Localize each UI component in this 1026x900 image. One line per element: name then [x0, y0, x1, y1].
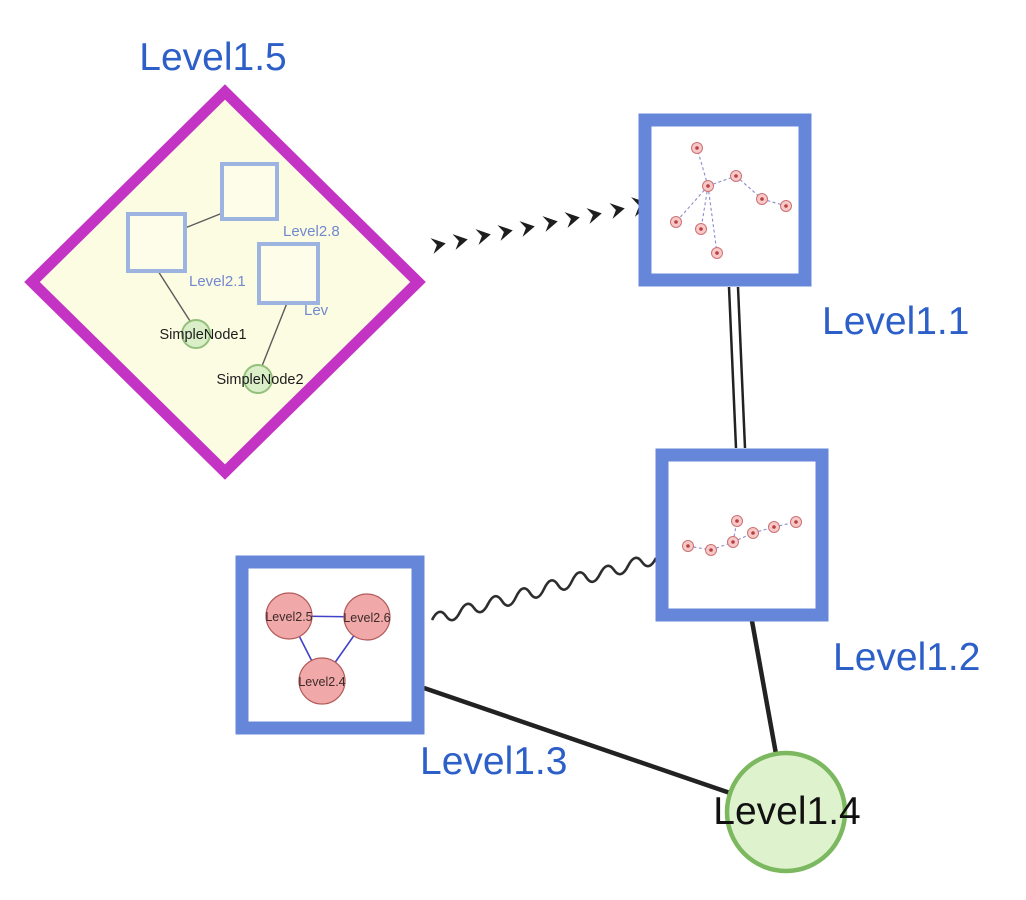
group-node-level1-2[interactable] — [655, 448, 829, 622]
edge-level15-to-level11[interactable] — [430, 193, 653, 254]
edge-level13-to-level12[interactable] — [430, 556, 658, 622]
label-level2-1: Level2.1 — [189, 273, 246, 290]
label-level1-4: Level1.4 — [713, 790, 860, 833]
label-simplenode1: SimpleNode1 — [159, 327, 246, 343]
child-node-simplenode1[interactable] — [181, 319, 211, 349]
arrow-chevron-icon — [452, 231, 470, 250]
child-node-level2-1[interactable] — [126, 212, 187, 273]
box-shape-level1-1[interactable] — [638, 113, 812, 287]
mini-edge — [761, 198, 787, 207]
label-level2-4: Level2.4 — [298, 675, 345, 689]
group-node-level1-4[interactable]: Level1.4 — [713, 750, 861, 874]
arrow-chevron-icon — [497, 222, 515, 241]
mini-node-label-mark — [731, 540, 735, 544]
edge-level13-to-level14[interactable] — [423, 685, 731, 796]
arrow-chevron-icon — [475, 226, 493, 245]
mini-node-label-mark — [794, 520, 798, 524]
label-level1-3: Level1.3 — [420, 740, 567, 783]
mini-node-label-mark — [735, 519, 739, 523]
mini-edge — [700, 185, 709, 230]
arrow-chevron-icon — [564, 209, 582, 228]
arrow-chevron-icon — [609, 200, 627, 219]
label-level2-6: Level2.6 — [343, 611, 390, 625]
mini-node-label-mark — [751, 531, 755, 535]
mini-node-label-mark — [772, 525, 776, 529]
edge-level11-to-level12[interactable] — [727, 286, 747, 449]
label-level1-5: Level1.5 — [139, 36, 286, 79]
group-node-level1-1[interactable] — [638, 113, 812, 287]
group-node-level1-3[interactable]: Level2.5 Level2.6 Level2.4 — [235, 555, 425, 735]
child-node-simplenode2[interactable] — [243, 364, 273, 394]
label-simplenode2: SimpleNode2 — [216, 372, 303, 388]
mini-node-label-mark — [699, 227, 703, 231]
mini-node-label-mark — [686, 544, 690, 548]
circle-shape-level1-4[interactable] — [724, 750, 848, 874]
edge-level12-to-level14[interactable] — [749, 620, 779, 755]
child-node-level2-6[interactable] — [343, 593, 391, 641]
edge-level21-simplenode1[interactable] — [157, 270, 191, 322]
mini-node-label-mark — [734, 174, 738, 178]
diamond-shape-level1-5[interactable] — [24, 84, 426, 480]
label-level2-5: Level2.5 — [265, 610, 312, 624]
mini-edge — [696, 147, 709, 187]
label-lev: Lev — [304, 302, 329, 319]
mini-node-label-mark — [760, 197, 764, 201]
double-edge-line — [727, 286, 738, 449]
arrow-chevron-icon — [542, 213, 560, 232]
label-level1-1: Level1.1 — [822, 300, 969, 343]
label-level2-8: Level2.8 — [283, 223, 340, 240]
box-shape-level1-2[interactable] — [655, 448, 829, 622]
group-node-level1-5[interactable]: Level2.8 Level2.1 Lev SimpleNode1 Simple… — [24, 84, 426, 480]
arrow-chevron-icon — [586, 205, 604, 224]
arrow-chevron-icon — [519, 218, 537, 237]
mini-node-label-mark — [709, 548, 713, 552]
mini-node-label-mark — [715, 251, 719, 255]
double-edge-line — [736, 286, 747, 449]
child-node-lev[interactable] — [257, 242, 320, 305]
mini-edge — [707, 185, 718, 254]
edge-level28-level21[interactable] — [184, 211, 226, 229]
child-node-level2-5[interactable] — [265, 592, 313, 640]
mini-node-label-mark — [674, 220, 678, 224]
arrow-chevron-icon — [430, 235, 448, 254]
child-node-level2-8[interactable] — [220, 162, 279, 221]
edge-lev-simplenode2[interactable] — [261, 302, 288, 367]
child-node-level2-4[interactable] — [298, 657, 346, 705]
mini-edge — [710, 541, 734, 551]
mini-node-label-mark — [695, 146, 699, 150]
mini-node-label-mark — [784, 204, 788, 208]
mini-edge — [675, 185, 709, 223]
label-level1-2: Level1.2 — [833, 636, 980, 679]
mini-node-label-mark — [706, 184, 710, 188]
